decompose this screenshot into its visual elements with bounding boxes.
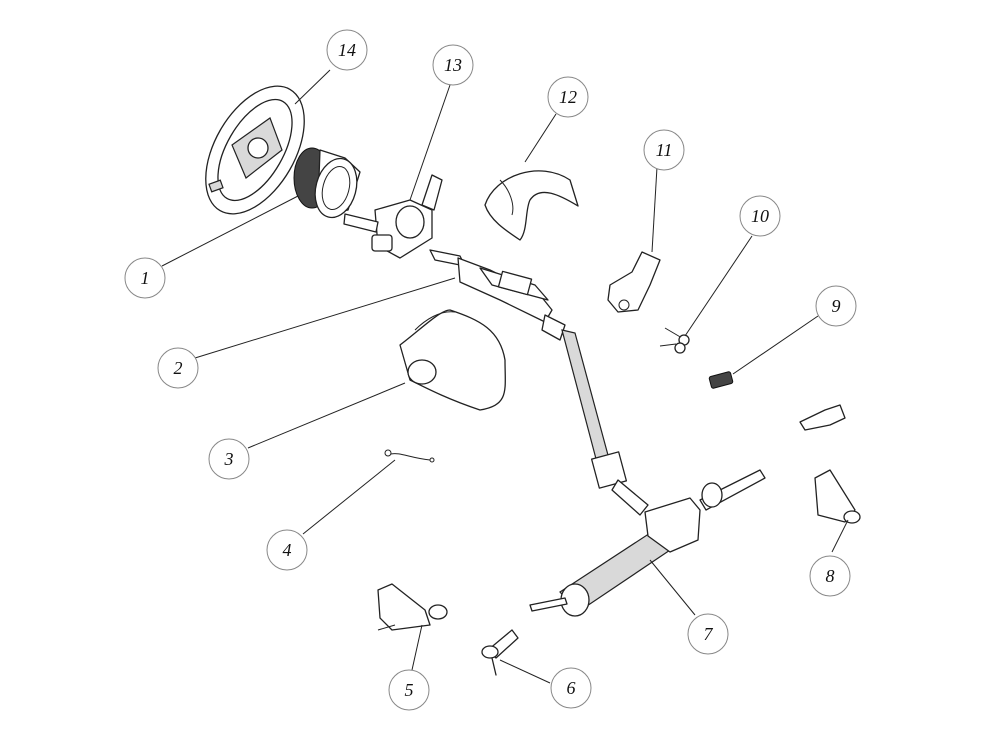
lower-shroud-part (399, 309, 506, 411)
callout-label: 14 (338, 40, 356, 60)
keys-part (659, 327, 690, 354)
leader-9 (732, 315, 819, 375)
callout-label: 12 (559, 87, 577, 107)
upper-shroud-part (484, 170, 579, 241)
leader-1 (161, 195, 299, 267)
leader-5 (411, 624, 423, 671)
leader-10 (684, 235, 753, 337)
leader-12 (524, 113, 557, 163)
cable-part (384, 449, 435, 463)
callout-label: 9 (832, 296, 841, 316)
callout-14: 14 (326, 29, 368, 71)
callout-label: 3 (224, 449, 234, 469)
callout-9: 9 (815, 285, 857, 327)
plug-part (708, 371, 734, 389)
right-bracket-part (799, 404, 861, 524)
leader-4 (302, 459, 396, 535)
callout-7: 7 (687, 613, 729, 655)
callout-6: 6 (550, 667, 592, 709)
leader-13 (409, 84, 451, 201)
leader-14 (294, 69, 331, 105)
combination-switch-part (343, 174, 443, 259)
intermediate-shaft-part (561, 329, 649, 516)
callout-2: 2 (157, 347, 199, 389)
callout-13: 13 (432, 44, 474, 86)
leader-8 (831, 519, 849, 553)
upper-column-part (429, 249, 566, 341)
left-bracket-part (377, 583, 448, 631)
tie-rod-end-part (481, 629, 519, 676)
callout-label: 1 (141, 268, 150, 288)
callout-label: 4 (283, 540, 292, 560)
callout-5: 5 (388, 669, 430, 711)
hub-adapter-part (293, 147, 361, 219)
leader-6 (499, 659, 551, 684)
callout-label: 13 (444, 55, 462, 75)
callout-4: 4 (266, 529, 308, 571)
callout-11: 11 (643, 129, 685, 171)
steering-wheel-part (205, 85, 305, 215)
callout-label: 2 (174, 358, 183, 378)
callout-label: 8 (826, 566, 835, 586)
callout-label: 7 (704, 624, 714, 644)
callout-10: 10 (739, 195, 781, 237)
callout-1: 1 (124, 257, 166, 299)
leader-lines (161, 69, 849, 684)
ignition-lock-part (607, 251, 661, 313)
leader-3 (247, 382, 406, 449)
steering-rack-part (529, 469, 766, 617)
callout-3: 3 (208, 438, 250, 480)
leader-2 (194, 277, 456, 359)
callout-label: 11 (656, 140, 673, 160)
callout-label: 10 (751, 206, 769, 226)
callout-label: 6 (567, 678, 576, 698)
leader-11 (651, 166, 658, 253)
callout-12: 12 (547, 76, 589, 118)
callout-8: 8 (809, 555, 851, 597)
callout-label: 5 (405, 680, 414, 700)
leader-7 (649, 559, 696, 616)
